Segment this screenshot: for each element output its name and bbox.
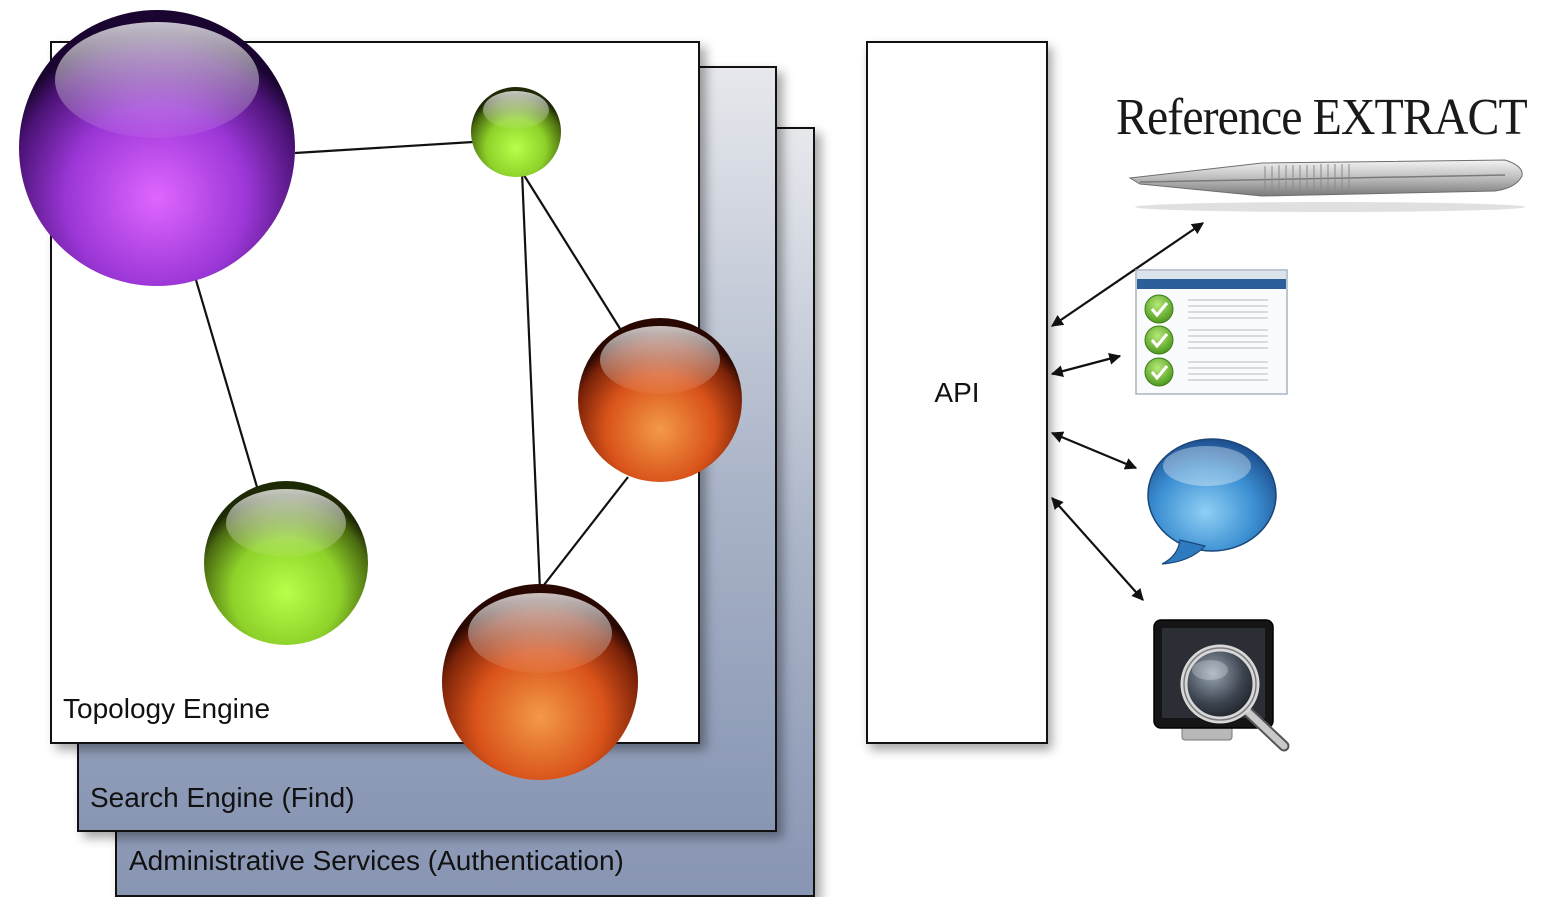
- node-green-large: [204, 481, 368, 645]
- edge-green-orange-right: [521, 171, 625, 336]
- topology-engine-label: Topology Engine: [63, 693, 271, 724]
- monitor-magnifier-icon: [1153, 619, 1290, 752]
- edge-green-orange-bottom: [520, 171, 542, 591]
- arrow-api-checklist: [1050, 352, 1122, 378]
- tweezers-icon: [1128, 159, 1525, 212]
- arrow-api-chat: [1050, 431, 1138, 470]
- speech-bubble-icon: [1147, 438, 1277, 565]
- api-arrows: [1050, 222, 1204, 601]
- search-engine-label: Search Engine (Find): [90, 782, 355, 813]
- check-icon: [1144, 357, 1174, 387]
- checklist-window-icon: [1135, 269, 1288, 395]
- node-purple: [19, 10, 295, 286]
- reference-extract-title: Reference EXTRACT: [1116, 89, 1528, 146]
- check-icon: [1144, 325, 1174, 355]
- edge-purple-green-small: [294, 140, 474, 155]
- check-icon: [1144, 294, 1174, 324]
- graph-edges: [194, 140, 629, 591]
- administrative-services-label: Administrative Services (Authentication): [129, 845, 624, 876]
- arrow-api-reference-extract: [1051, 222, 1204, 327]
- api-label: API: [934, 377, 980, 408]
- node-orange-right: [578, 318, 742, 482]
- api-box: API: [866, 41, 1048, 744]
- node-green-small: [471, 87, 561, 177]
- edge-purple-green-large: [194, 279, 259, 488]
- arrow-api-search: [1051, 497, 1144, 601]
- edge-orange-orange: [539, 476, 629, 591]
- node-orange-bottom: [442, 584, 638, 780]
